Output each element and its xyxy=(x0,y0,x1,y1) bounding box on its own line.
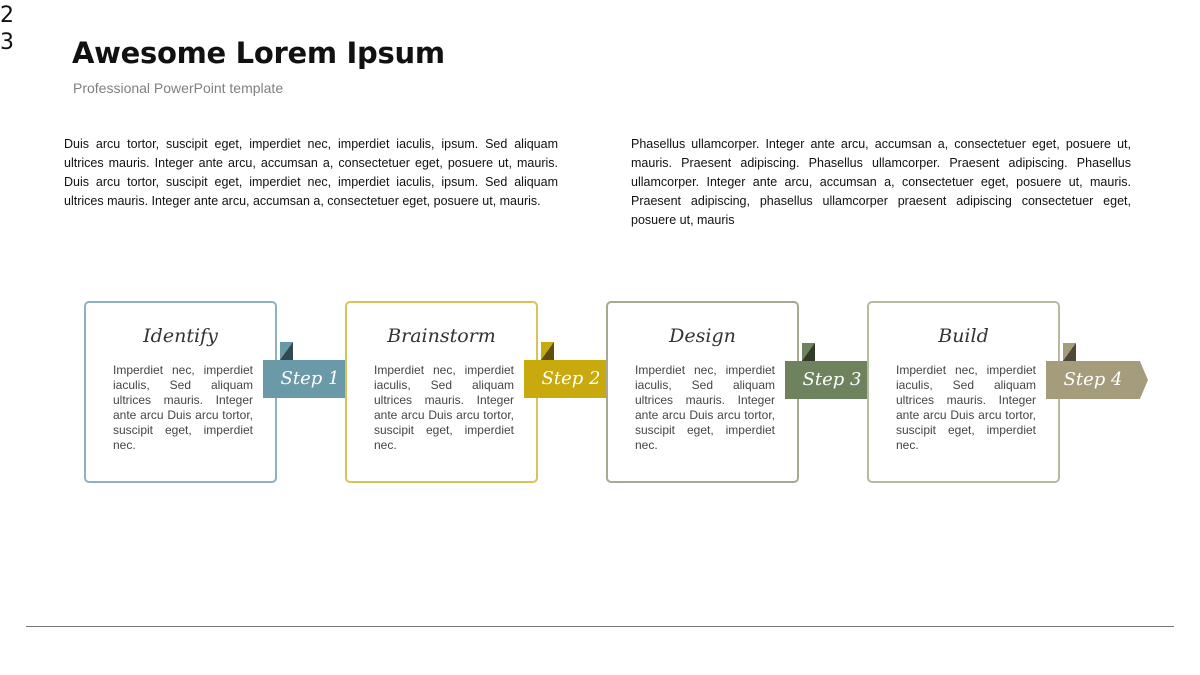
step-label: Step 4 xyxy=(1063,369,1123,390)
step-fold-shape xyxy=(1063,343,1076,361)
step-card-title: Build xyxy=(938,325,989,347)
step-label: Step 3 xyxy=(802,369,862,390)
step-card-text: Imperdiet nec, imperdiet iaculis, Sed al… xyxy=(635,363,775,452)
step-label: Step 1 xyxy=(280,368,340,389)
footer-divider xyxy=(26,626,1174,627)
step-card-title: Design xyxy=(669,325,736,347)
step-card-identify: Identify Imperdiet nec, imperdiet iaculi… xyxy=(84,301,277,483)
step-card-text: Imperdiet nec, imperdiet iaculis, Sed al… xyxy=(374,363,514,452)
step-fold-shape xyxy=(541,342,554,360)
slide-number: 2 3 xyxy=(0,3,14,55)
slide-title: Awesome Lorem Ipsum xyxy=(72,36,445,70)
step-card-text: Imperdiet nec, imperdiet iaculis, Sed al… xyxy=(896,363,1036,452)
intro-paragraph-left: Duis arcu tortor, suscipit eget, imperdi… xyxy=(64,137,558,208)
slide-subtitle: Professional PowerPoint template xyxy=(73,80,284,96)
step-arrow-shape xyxy=(1046,361,1148,399)
step-card-text: Imperdiet nec, imperdiet iaculis, Sed al… xyxy=(113,363,253,452)
step-fold-shape xyxy=(280,342,293,360)
step-fold-shape xyxy=(802,343,815,361)
step-card-title: Brainstorm xyxy=(387,325,496,347)
step-card-build: Build Imperdiet nec, imperdiet iaculis, … xyxy=(867,301,1060,483)
step-label: Step 2 xyxy=(541,368,601,389)
step-card-title: Identify xyxy=(143,325,218,347)
step-card-brainstorm: Brainstorm Imperdiet nec, imperdiet iacu… xyxy=(345,301,538,483)
step-card-design: Design Imperdiet nec, imperdiet iaculis,… xyxy=(606,301,799,483)
intro-paragraph-right: Phasellus ullamcorper. Integer ante arcu… xyxy=(631,137,1131,227)
